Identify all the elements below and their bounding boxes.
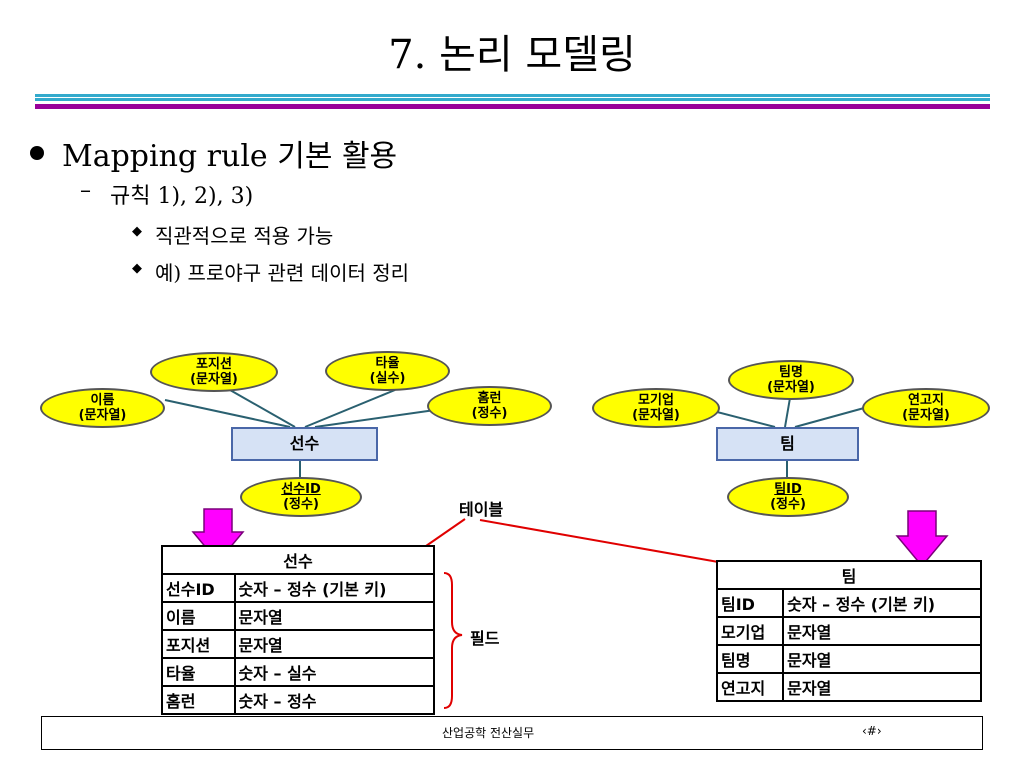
- table-header-row: 팀: [716, 560, 982, 590]
- bullet-level2: 규칙 1), 2), 3): [110, 184, 254, 209]
- diamond-icon: ◆: [132, 261, 142, 276]
- entity-team: 팀: [716, 427, 859, 461]
- field-brace: [443, 572, 463, 709]
- player-connectors: [164, 389, 436, 477]
- diamond-icon: ◆: [132, 224, 142, 239]
- label-table: 테이블: [459, 500, 504, 519]
- attr-team-name: 팀명(문자열): [728, 360, 854, 400]
- table-header: 팀: [716, 560, 982, 590]
- attr-team-owner: 모기업(문자열): [592, 388, 720, 428]
- bullet-level3-2: 예) 프로야구 관련 데이터 정리: [155, 261, 410, 285]
- table-header-row: 선수: [161, 545, 435, 575]
- dash-marker: –: [80, 178, 91, 203]
- attr-player-homerun: 홈런(정수): [427, 386, 552, 426]
- footer-text: 산업공학 전산실무: [442, 726, 535, 740]
- attr-team-home: 연고지(문자열): [862, 388, 990, 428]
- slide-title: 7. 논리 모델링: [388, 32, 636, 78]
- attr-player-avg: 타율(실수): [325, 351, 450, 391]
- title-rule-blue: [35, 94, 990, 97]
- bullet-level1: Mapping rule 기본 활용: [62, 139, 398, 174]
- bullet-level3-1: 직관적으로 적용 가능: [155, 224, 334, 248]
- entity-player: 선수: [231, 427, 378, 461]
- title-rule-blue-2: [35, 98, 990, 101]
- label-field: 필드: [470, 629, 500, 648]
- title-rule-purple: [35, 104, 990, 109]
- footer-bar: 산업공학 전산실무 ‹#›: [41, 716, 983, 750]
- attr-player-name: 이름(문자열): [40, 388, 165, 428]
- footer-page-number: ‹#›: [862, 724, 882, 738]
- attr-team-key: 팀ID(정수): [727, 477, 849, 517]
- attr-player-key: 선수ID(정수): [240, 477, 362, 517]
- attr-player-position: 포지션(문자열): [150, 352, 278, 392]
- table-header: 선수: [161, 545, 435, 575]
- bullet-dot-1: [30, 146, 44, 160]
- down-arrow-team: [895, 510, 949, 568]
